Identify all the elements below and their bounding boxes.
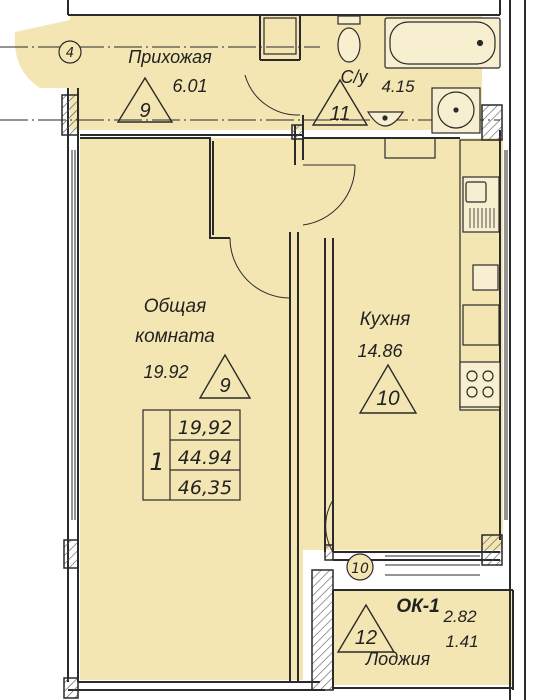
cabinet-icon	[462, 304, 500, 346]
svg-text:11: 11	[330, 103, 351, 125]
toilet-tank-icon	[337, 15, 361, 25]
fridge-icon	[472, 264, 499, 291]
kitchen-mark: 10	[358, 363, 418, 414]
bathroom-name: С/у	[341, 67, 369, 87]
door-bathroom	[244, 74, 301, 116]
windows	[71, 150, 508, 576]
door-loggia	[325, 499, 334, 553]
living-mark: 9	[198, 353, 252, 399]
kitchen-appliances	[384, 137, 501, 411]
area-summary-table	[142, 409, 241, 501]
hallway-name: Прихожая	[128, 47, 212, 67]
loggia-area-reduced: 1.41	[445, 632, 478, 651]
plumbing	[263, 15, 501, 134]
svg-text:9: 9	[139, 100, 150, 122]
bathtub-icon	[384, 17, 501, 69]
hallway-bay-fill	[14, 20, 70, 88]
axis-4-marker: 4	[58, 40, 82, 64]
living-name-line1: Общая	[144, 296, 207, 317]
hallway-fill	[70, 15, 260, 130]
rooms-count: 1	[149, 448, 164, 476]
door-kitchen	[302, 164, 356, 226]
loggia-window-label: ОК-1	[396, 596, 439, 617]
living-name-line2: комната	[135, 326, 215, 347]
svg-text:12: 12	[355, 627, 377, 649]
hatched-walls	[61, 94, 503, 699]
kitchen-sink-icon	[462, 176, 500, 233]
living-area: 19.92	[143, 362, 188, 382]
living-area-value: 19,92	[178, 417, 232, 439]
total-with-loggia-value: 46,35	[178, 477, 232, 499]
hallway-mark: 9	[116, 76, 174, 123]
bathroom-mark: 11	[311, 78, 369, 126]
living-fill	[80, 138, 303, 680]
axis-4-label: 4	[66, 46, 74, 61]
total-area-value: 44.94	[178, 447, 232, 469]
toilet-icon	[337, 27, 361, 63]
loggia-name: Лоджия	[365, 649, 431, 669]
svg-text:10: 10	[351, 561, 369, 577]
walls	[67, 0, 526, 700]
hallway-area: 6.01	[172, 76, 207, 96]
svg-text:9: 9	[219, 375, 230, 397]
kitchen-area: 14.86	[357, 341, 403, 361]
kitchen-counter	[459, 139, 501, 411]
loggia-area: 2.82	[442, 607, 477, 626]
svg-text:10: 10	[376, 387, 400, 410]
loggia-fill	[333, 590, 513, 685]
kitchen-name: Кухня	[360, 309, 411, 330]
door-living	[229, 237, 291, 299]
mark-10-circle: 10	[346, 553, 374, 581]
doors	[229, 74, 356, 553]
loggia-mark: 12	[336, 603, 396, 653]
bathroom-area: 4.15	[381, 77, 415, 96]
stove-icon	[459, 361, 501, 408]
